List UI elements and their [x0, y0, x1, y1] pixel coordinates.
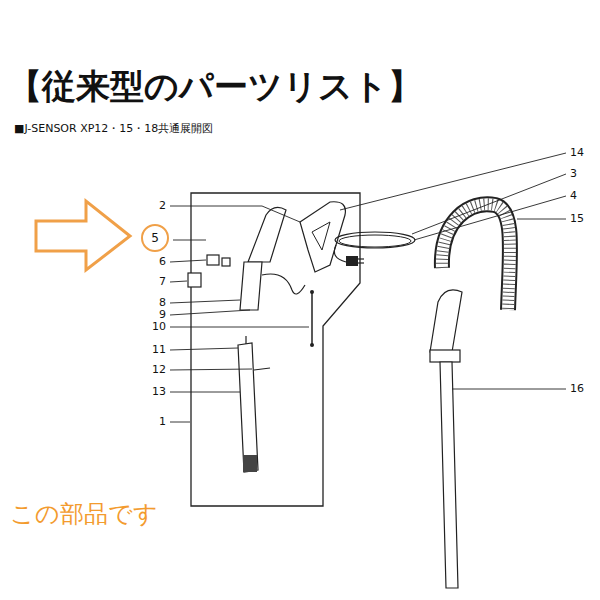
- leader-line: [170, 348, 238, 350]
- callout-number: 5: [151, 232, 159, 244]
- callout-number: 8: [159, 296, 166, 309]
- handle-part: [248, 207, 286, 262]
- callout-number: 9: [159, 308, 166, 321]
- leader-line: [170, 392, 240, 393]
- note-text: この部品です: [10, 500, 158, 529]
- grip-collar: [430, 350, 460, 362]
- callout-number: 15: [570, 212, 584, 225]
- tube-part: [238, 343, 258, 472]
- callout-number: 11: [152, 343, 166, 356]
- leader-line: [517, 219, 566, 220]
- plug: [346, 256, 358, 266]
- rod-end: [310, 343, 314, 347]
- page-title: 【従来型のパーツリスト】: [8, 66, 422, 107]
- leader-line: [170, 281, 187, 282]
- callout-number: 10: [152, 320, 166, 333]
- callout-number: 2: [159, 199, 166, 212]
- leader-line: [262, 206, 300, 222]
- callout-number: 13: [152, 385, 166, 398]
- screw: [245, 336, 246, 344]
- pointer-arrow: [36, 201, 130, 270]
- callout-number: 12: [152, 363, 166, 376]
- callout-number: 1: [159, 415, 166, 428]
- small-part: [207, 255, 219, 265]
- cover-detail: [312, 222, 330, 250]
- rod-end: [310, 290, 314, 294]
- cord-coil: [339, 235, 411, 247]
- leader-line: [170, 300, 240, 303]
- pin: [254, 368, 270, 370]
- leader-line: [170, 206, 262, 207]
- leader-line: [173, 240, 206, 241]
- callout-number: 6: [159, 255, 166, 268]
- callout-number: 3: [570, 167, 577, 180]
- small-part: [188, 273, 201, 287]
- leader-line: [412, 174, 566, 234]
- cord-coil: [335, 232, 415, 248]
- plug-pin: [358, 262, 364, 263]
- small-part: [222, 258, 230, 266]
- callout-circle: 5: [141, 224, 169, 252]
- pipe: [440, 362, 458, 588]
- cord: [334, 245, 346, 262]
- leader-line: [452, 389, 566, 390]
- leader-line: [170, 422, 190, 423]
- wire: [262, 274, 305, 294]
- callout-number: 14: [570, 146, 584, 159]
- leader-line: [170, 327, 309, 328]
- grip-assembly: [430, 290, 462, 352]
- leader-line: [414, 196, 566, 240]
- rod-part: [311, 292, 313, 345]
- callout-number: 16: [570, 382, 584, 395]
- figure-subtitle: ■J-SENSOR XP12・15・18共通展開図: [14, 122, 213, 135]
- callout-number: 7: [159, 275, 166, 288]
- leader-line: [340, 153, 566, 210]
- leader-line: [170, 260, 206, 262]
- body-part: [240, 262, 262, 310]
- leader-lines: [170, 153, 566, 422]
- leader-line: [170, 369, 252, 370]
- tube-end: [243, 455, 257, 472]
- callout-number: 4: [570, 189, 577, 202]
- plug-pin: [358, 258, 364, 259]
- leader-line: [170, 310, 250, 315]
